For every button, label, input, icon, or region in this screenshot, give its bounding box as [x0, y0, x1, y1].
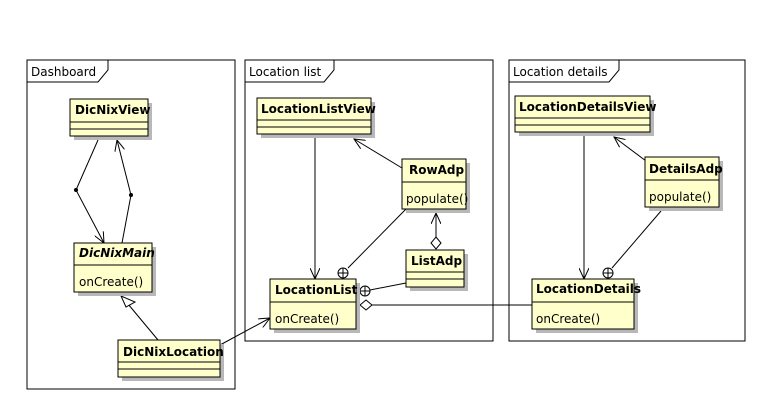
class-locationlist-name: LocationList	[275, 283, 358, 297]
class-rowadp[interactable]: RowAdp populate()	[401, 158, 470, 213]
generalization-triangle	[120, 295, 137, 308]
frame-location-details: Location details	[508, 59, 746, 342]
class-locationlistview[interactable]: LocationListView	[256, 97, 376, 138]
frame-location-details-label: Location details	[513, 65, 608, 79]
class-dicnixlocation-name: DicNixLocation	[123, 345, 224, 359]
rel-bend-dot-right	[129, 193, 133, 197]
class-dicnixview[interactable]: DicNixView	[69, 98, 152, 140]
class-detailsadp[interactable]: DetailsAdp populate()	[644, 156, 723, 211]
nesting-circle-rowadp	[337, 267, 349, 279]
class-dicnixmain-op-oncreate: onCreate()	[79, 275, 143, 289]
frame-location-list-label: Location list	[249, 65, 321, 79]
class-listadp[interactable]: ListAdp	[405, 249, 468, 291]
class-locationdetails-op-oncreate: onCreate()	[536, 312, 600, 326]
class-locationlist[interactable]: LocationList onCreate()	[269, 278, 360, 333]
rel-view-to-main	[75, 139, 104, 243]
rel-bend-dot-left	[74, 188, 78, 192]
rel-location-extends-main	[127, 303, 159, 341]
class-locationlist-op-oncreate: onCreate()	[275, 312, 339, 326]
relationships	[74, 136, 662, 346]
classes: DicNixView DicNixMain onCreate() DicNixL…	[69, 95, 723, 381]
frame-location-list: Location list	[244, 59, 494, 342]
aggregation-diamond-listadp	[430, 236, 442, 250]
class-locationdetails[interactable]: LocationDetails onCreate()	[531, 278, 641, 333]
class-detailsadp-name: DetailsAdp	[649, 162, 723, 176]
rel-rowadp-to-listview	[354, 139, 403, 169]
class-dicnixmain-name: DicNixMain	[79, 246, 155, 260]
frame-dashboard: Dashboard	[26, 59, 236, 390]
rel-dicnixlocation-to-locationlist	[219, 318, 270, 346]
class-listadp-name: ListAdp	[411, 254, 463, 268]
class-locationdetails-name: LocationDetails	[536, 282, 641, 296]
nesting-circle-listadp	[359, 285, 371, 297]
class-dicnixmain[interactable]: DicNixMain onCreate()	[73, 242, 156, 296]
aggregation-diamond-locationlist	[359, 299, 373, 311]
class-dicnixview-name: DicNixView	[75, 103, 151, 117]
class-locationdetailsview[interactable]: LocationDetailsView	[514, 95, 656, 136]
class-detailsadp-op-populate: populate()	[649, 190, 711, 204]
class-rowadp-op-populate: populate()	[406, 192, 468, 206]
class-dicnixlocation[interactable]: DicNixLocation	[117, 339, 224, 381]
class-locationdetailsview-name: LocationDetailsView	[519, 100, 656, 114]
rel-main-to-view	[117, 140, 132, 244]
frame-dashboard-label: Dashboard	[31, 65, 96, 79]
nesting-circle-detailsadp	[602, 267, 614, 279]
rel-listadp-nested-locationlist	[369, 282, 407, 291]
rel-detailsadp-to-detailsview	[614, 137, 647, 162]
class-rowadp-name: RowAdp	[409, 163, 464, 177]
rel-rowadp-nested-locationlist	[347, 208, 407, 269]
rel-detailsadp-nested-details	[611, 210, 662, 269]
class-locationlistview-name: LocationListView	[261, 102, 376, 116]
